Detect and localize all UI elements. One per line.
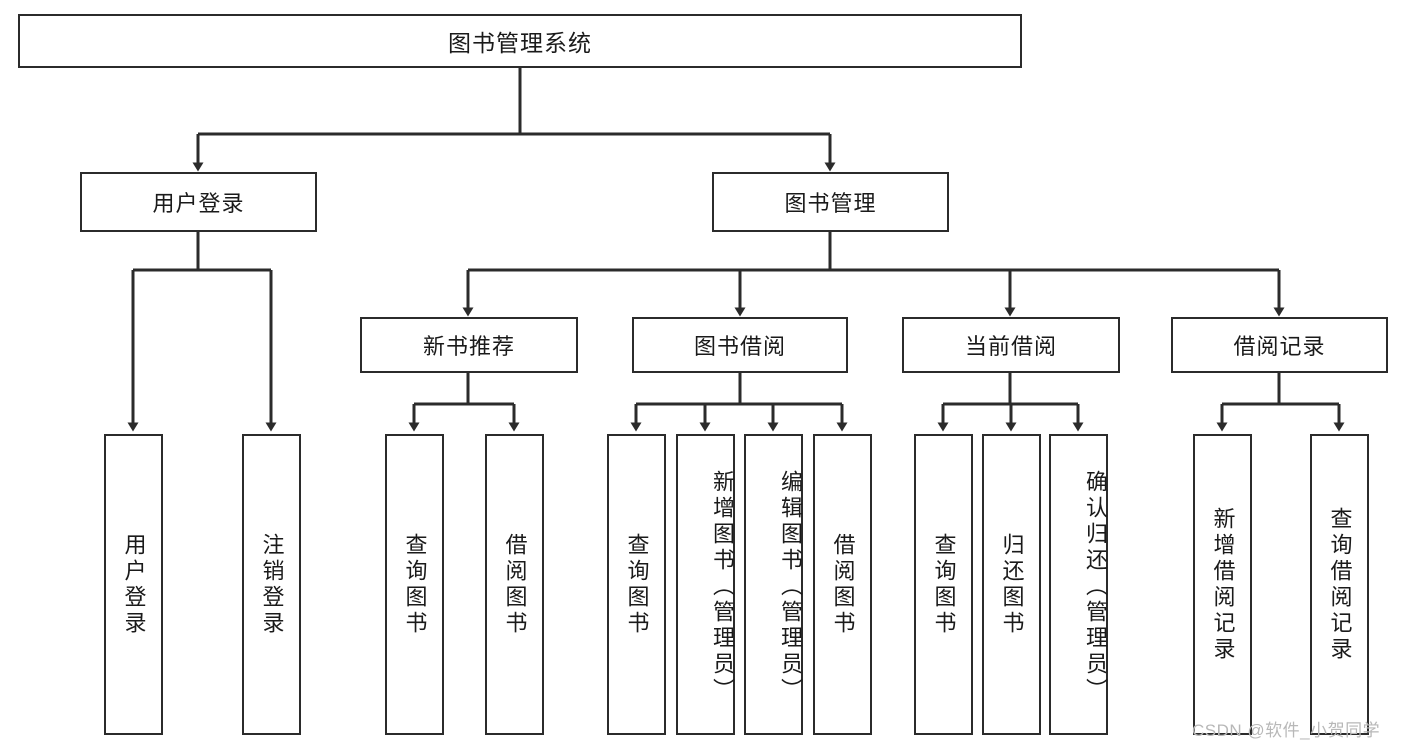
leaf-book-borrow-3-label: 编辑图书（管理员） <box>778 469 803 704</box>
leaf-book-borrow-3[interactable]: 编辑图书（管理员） <box>744 434 803 735</box>
node-root-label: 图书管理系统 <box>448 30 592 56</box>
node-new-book-rec[interactable]: 新书推荐 <box>360 317 578 373</box>
leaf-new-book-1-label: 查询图书 <box>402 532 428 637</box>
leaf-book-borrow-2[interactable]: 新增图书（管理员） <box>676 434 735 735</box>
leaf-current-borrow-1[interactable]: 查询图书 <box>914 434 973 735</box>
leaf-borrow-record-1-label: 新增借阅记录 <box>1210 506 1236 663</box>
leaf-book-borrow-2-label: 新增图书（管理员） <box>710 469 735 704</box>
leaf-new-book-1[interactable]: 查询图书 <box>385 434 444 735</box>
node-user-login-label: 用户登录 <box>152 191 245 216</box>
leaf-current-borrow-1-label: 查询图书 <box>931 532 957 637</box>
leaf-current-borrow-3[interactable]: 确认归还（管理员） <box>1049 434 1108 735</box>
node-new-book-rec-label: 新书推荐 <box>422 334 515 359</box>
leaf-borrow-record-1[interactable]: 新增借阅记录 <box>1193 434 1252 735</box>
leaf-current-borrow-2-label: 归还图书 <box>999 532 1025 637</box>
watermark: CSDN @软件_小贺同学 <box>1192 721 1381 740</box>
leaf-book-borrow-4-label: 借阅图书 <box>830 532 856 637</box>
node-book-borrow[interactable]: 图书借阅 <box>632 317 848 373</box>
node-book-borrow-label: 图书借阅 <box>693 334 786 359</box>
leaf-book-borrow-4[interactable]: 借阅图书 <box>813 434 872 735</box>
node-current-borrow[interactable]: 当前借阅 <box>902 317 1120 373</box>
leaf-book-borrow-1[interactable]: 查询图书 <box>607 434 666 735</box>
leaf-user-login-1[interactable]: 用户登录 <box>104 434 163 735</box>
node-borrow-record-label: 借阅记录 <box>1233 334 1326 359</box>
leaf-user-login-2-label: 注销登录 <box>259 532 285 637</box>
leaf-user-login-1-label: 用户登录 <box>121 532 147 637</box>
leaf-book-borrow-1-label: 查询图书 <box>624 532 650 637</box>
node-book-manage-label: 图书管理 <box>784 191 877 216</box>
leaf-new-book-2[interactable]: 借阅图书 <box>485 434 544 735</box>
node-current-borrow-label: 当前借阅 <box>964 334 1057 359</box>
node-user-login[interactable]: 用户登录 <box>80 172 317 232</box>
leaf-current-borrow-3-label: 确认归还（管理员） <box>1083 469 1108 704</box>
node-book-manage[interactable]: 图书管理 <box>712 172 949 232</box>
leaf-borrow-record-2[interactable]: 查询借阅记录 <box>1310 434 1369 735</box>
leaf-user-login-2[interactable]: 注销登录 <box>242 434 301 735</box>
leaf-borrow-record-2-label: 查询借阅记录 <box>1327 506 1353 663</box>
leaf-new-book-2-label: 借阅图书 <box>502 532 528 637</box>
node-root[interactable]: 图书管理系统 <box>18 14 1022 68</box>
leaf-current-borrow-2[interactable]: 归还图书 <box>982 434 1041 735</box>
node-borrow-record[interactable]: 借阅记录 <box>1171 317 1388 373</box>
